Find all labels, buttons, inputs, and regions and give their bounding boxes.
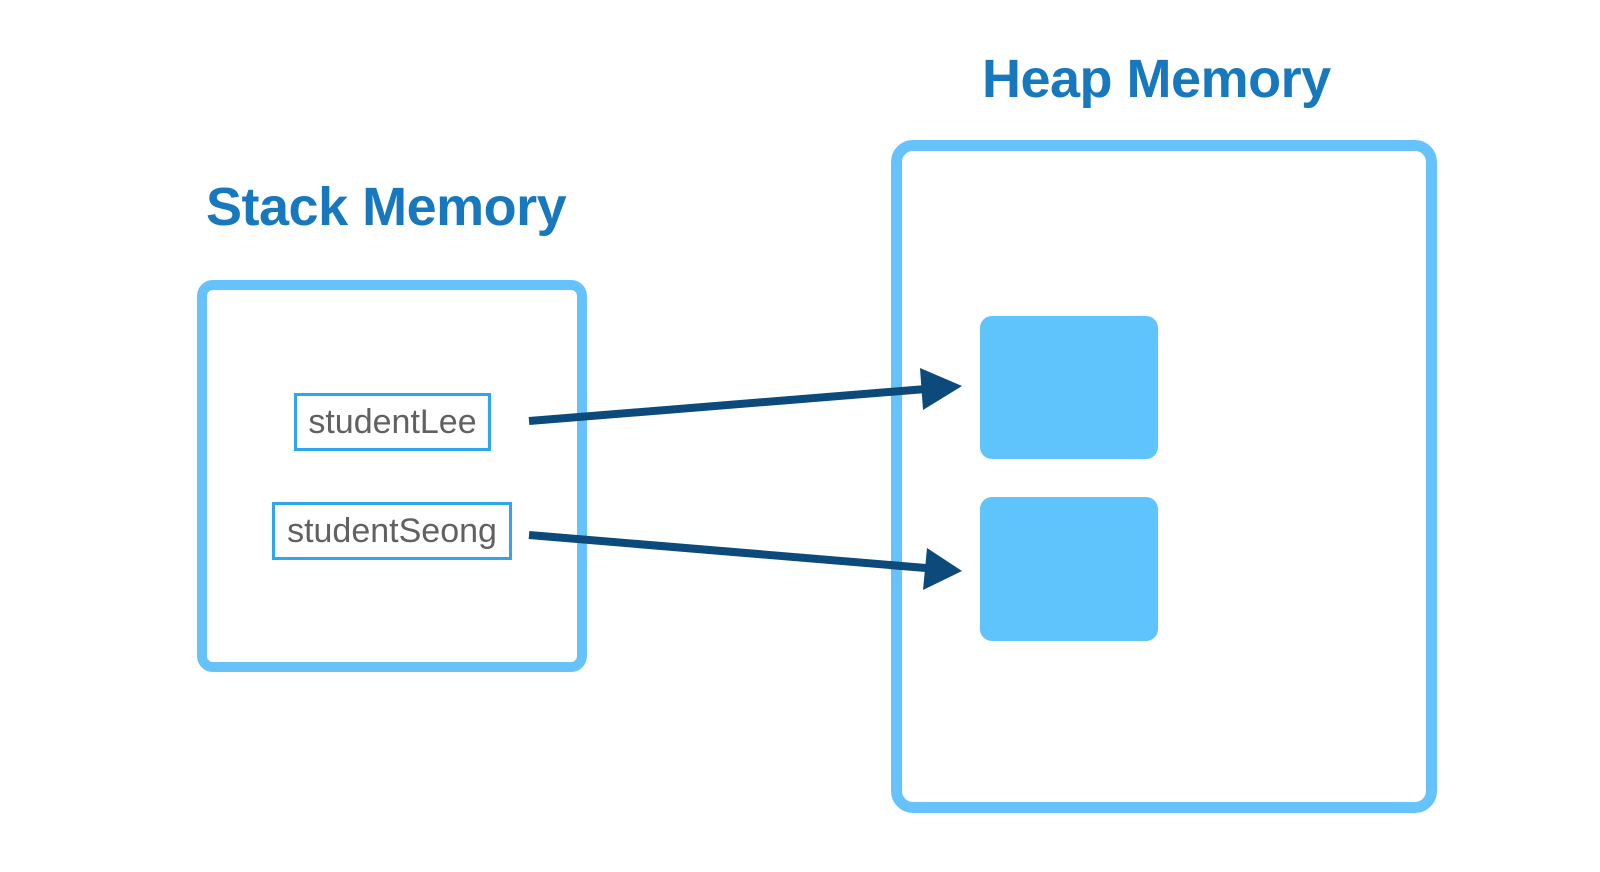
heap-memory-title: Heap Memory	[982, 49, 1331, 109]
heap-memory-region	[891, 140, 1437, 813]
heap-object-2	[980, 497, 1158, 641]
heap-object-1	[980, 316, 1158, 459]
stack-memory-title: Stack Memory	[206, 177, 567, 237]
reference-arrow-2	[528, 531, 962, 590]
arrowhead-1	[920, 368, 962, 410]
variable-student-lee: studentLee	[294, 393, 491, 451]
arrowhead-2	[923, 548, 962, 590]
stack-memory-region	[197, 280, 587, 672]
reference-arrow-1	[528, 368, 962, 425]
variable-student-seong: studentSeong	[272, 502, 512, 560]
